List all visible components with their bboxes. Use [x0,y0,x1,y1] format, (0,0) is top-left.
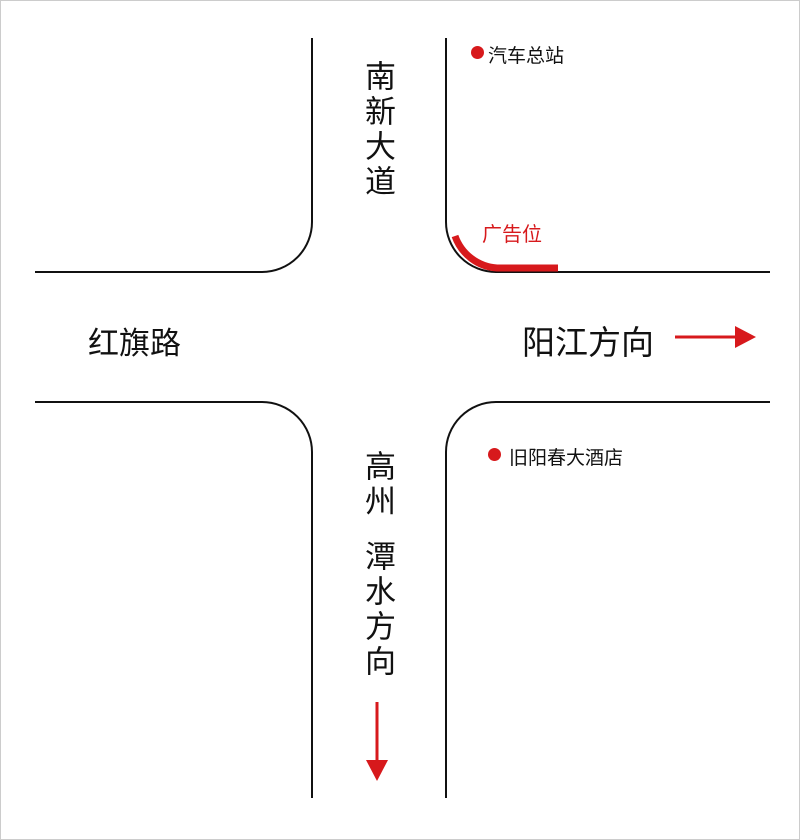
ad-spot-marker [451,234,558,272]
ad-spot-label: 广告位 [482,222,542,246]
road-edge-bottom-left [35,401,313,798]
road-edge-top-left [35,38,313,273]
red-dot-icon [471,46,484,59]
arrow-down-icon [366,702,388,781]
road-label-south-direction: 潭水方向 [359,540,395,680]
road-label-south-city: 高州 [359,450,395,520]
poi-label-hotel: 旧阳春大酒店 [509,447,624,469]
road-label-east: 阳江方向 [522,323,654,362]
road-label-north: 南新大道 [359,60,395,200]
road-edge-top-right [445,38,770,273]
arrow-right-icon [675,326,756,348]
poi-label-bus-station: 汽车总站 [488,45,565,67]
red-dot-icon [488,448,501,461]
road-edge-bottom-right [445,401,770,798]
road-label-west: 红旗路 [88,326,181,362]
